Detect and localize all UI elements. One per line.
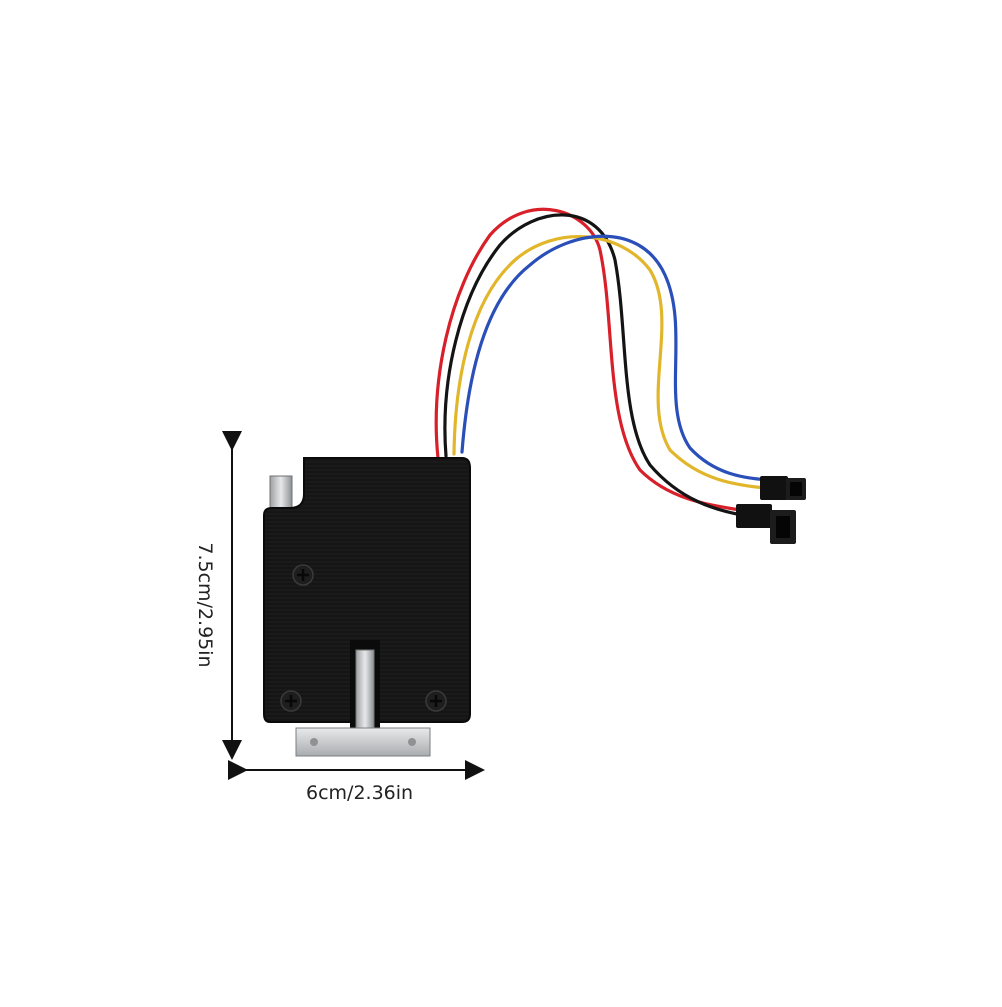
mounting-plate [295, 727, 431, 757]
latch-bolt [355, 649, 375, 733]
lock-body [263, 457, 471, 723]
width-dimension-label: 6cm/2.36in [306, 782, 414, 804]
blue-wire [460, 234, 770, 482]
screw-icon [280, 690, 302, 712]
upper-connector [760, 476, 806, 500]
screw-icon [425, 690, 447, 712]
black-wire [443, 213, 744, 517]
yellow-wire [452, 235, 767, 490]
lower-connector [736, 504, 796, 544]
wire-bundle [434, 207, 770, 517]
height-dimension-label: 7.5cm/2.95in [194, 542, 216, 668]
red-wire [434, 207, 742, 512]
terminal-tab [269, 475, 293, 511]
screw-icon [292, 564, 314, 586]
